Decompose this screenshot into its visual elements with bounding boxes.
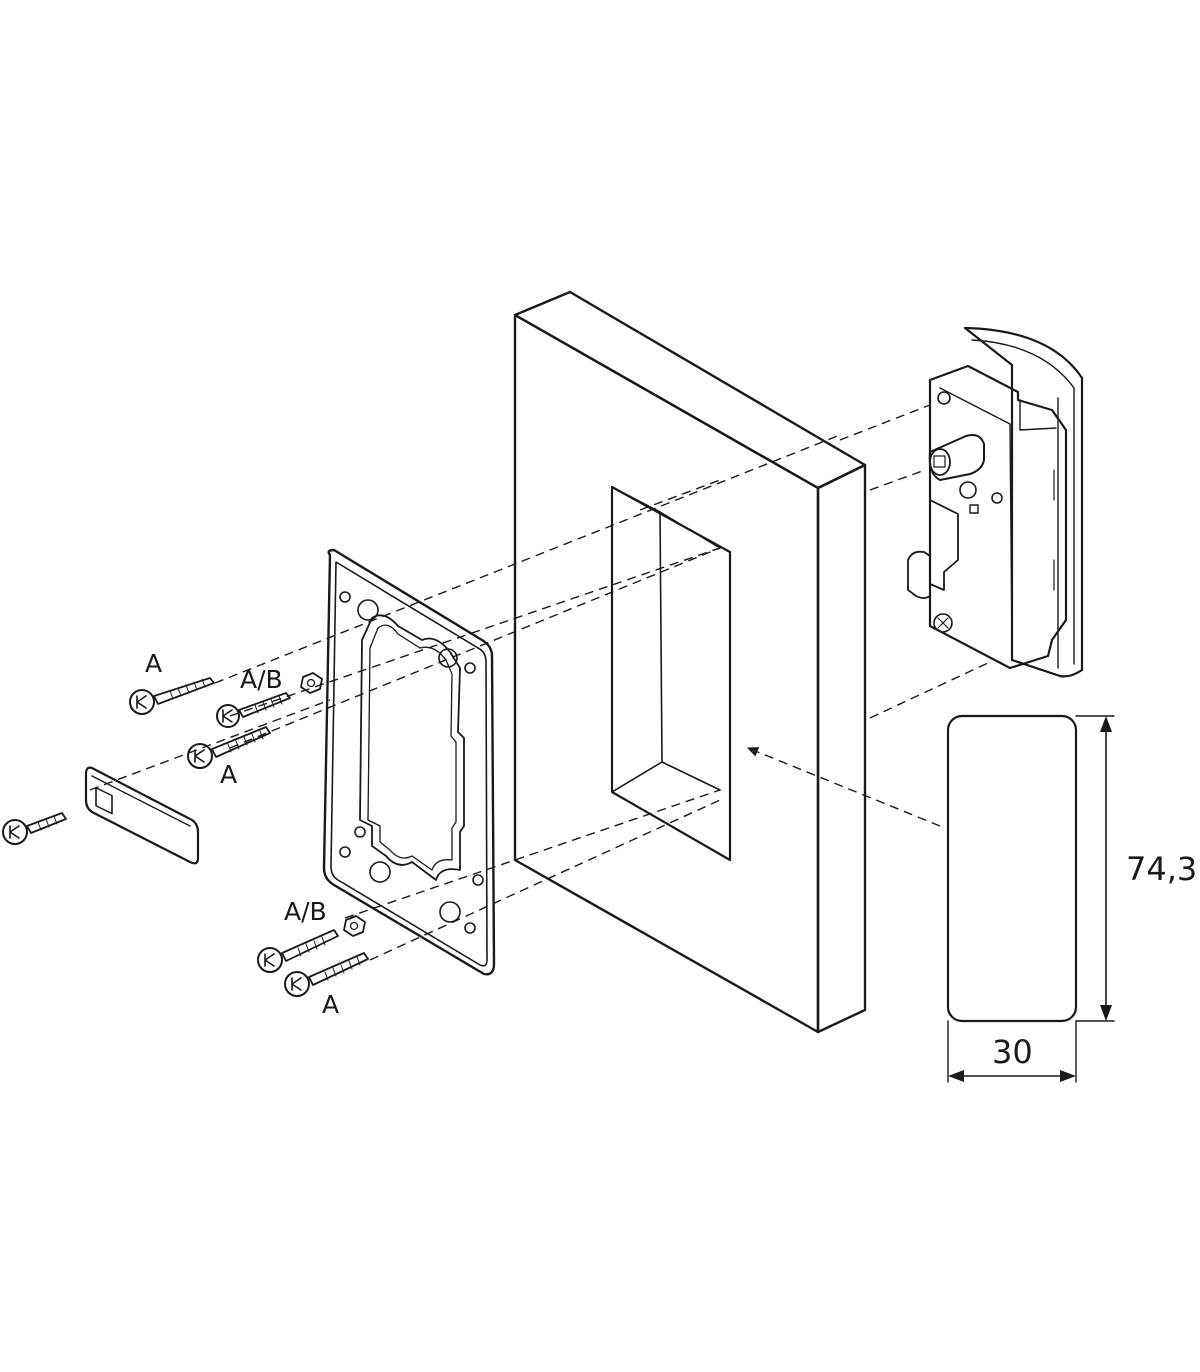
label-screw-ab-bottom: A/B bbox=[284, 897, 327, 926]
label-screw-a-top: A bbox=[145, 649, 162, 678]
mounting-frame-panel bbox=[513, 290, 867, 1034]
screw-a-bottom bbox=[284, 952, 369, 997]
lock-body bbox=[907, 326, 1084, 678]
label-screw-a-bottom: A bbox=[322, 990, 339, 1019]
screw-ab-top bbox=[216, 692, 291, 728]
screw-a-mid bbox=[187, 726, 271, 769]
assembly-guide-lines bbox=[89, 404, 991, 961]
screw-left bbox=[2, 812, 67, 845]
nut-bottom bbox=[343, 915, 366, 937]
mounting-plate bbox=[322, 548, 496, 976]
label-screw-a-mid: A bbox=[220, 760, 237, 789]
nut-top bbox=[300, 672, 323, 694]
cutout-dimension-drawing bbox=[946, 714, 1115, 1083]
strike-plate bbox=[84, 766, 200, 865]
screw-a-top bbox=[129, 677, 215, 715]
dimension-height-label: 74,3 bbox=[1126, 850, 1197, 888]
label-screw-ab-top: A/B bbox=[240, 665, 283, 694]
screw-ab-bottom bbox=[257, 929, 339, 973]
dimension-width-label: 30 bbox=[992, 1033, 1033, 1071]
